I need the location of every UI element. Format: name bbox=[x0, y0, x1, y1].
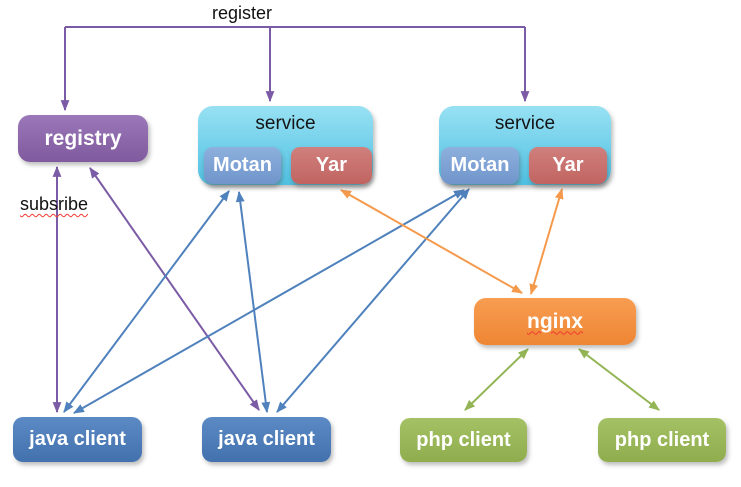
service-node-left: service Motan Yar bbox=[198, 106, 373, 185]
edge-java-right-registry bbox=[89, 167, 260, 411]
php-client-left-label: php client bbox=[416, 428, 511, 451]
java-client-node-right: java client bbox=[202, 417, 331, 462]
java-client-node-left: java client bbox=[13, 417, 142, 462]
edge-php-right-nginx bbox=[578, 348, 660, 411]
yar-badge-right-label: Yar bbox=[552, 154, 584, 176]
motan-badge-right: Motan bbox=[441, 147, 519, 184]
java-client-right-label: java client bbox=[218, 428, 315, 450]
subscribe-label: subsribe bbox=[20, 194, 89, 214]
service-left-label: service bbox=[255, 113, 316, 134]
motan-badge-right-label: Motan bbox=[450, 154, 510, 176]
php-client-node-right: php client bbox=[598, 418, 726, 462]
php-client-node-left: php client bbox=[400, 418, 527, 462]
service-node-right: service Motan Yar bbox=[439, 106, 611, 185]
edge-nginx-yar-right bbox=[529, 187, 564, 296]
yar-badge-left: Yar bbox=[291, 147, 372, 184]
yar-badge-right: Yar bbox=[529, 147, 607, 184]
edge-java-left-motan-right bbox=[73, 189, 465, 414]
nginx-node-label: nginx bbox=[527, 309, 583, 333]
edge-php-left-nginx bbox=[464, 348, 529, 411]
motan-badge-left: Motan bbox=[204, 147, 281, 184]
edge-nginx-yar-left bbox=[340, 189, 523, 294]
yar-badge-left-label: Yar bbox=[315, 154, 348, 176]
edge-java-right-motan-right bbox=[276, 188, 470, 413]
service-right-label: service bbox=[494, 113, 556, 134]
registry-node: registry bbox=[18, 115, 148, 162]
php-client-right-label: php client bbox=[614, 428, 710, 451]
edge-java-right-motan-left bbox=[235, 190, 271, 414]
java-client-left-label: java client bbox=[29, 428, 126, 450]
motan-badge-left-label: Motan bbox=[213, 154, 272, 176]
nginx-node: nginx bbox=[474, 298, 636, 345]
register-label: register bbox=[212, 3, 273, 23]
edge-java-left-motan-left bbox=[63, 190, 230, 413]
registry-node-label: registry bbox=[44, 126, 122, 150]
